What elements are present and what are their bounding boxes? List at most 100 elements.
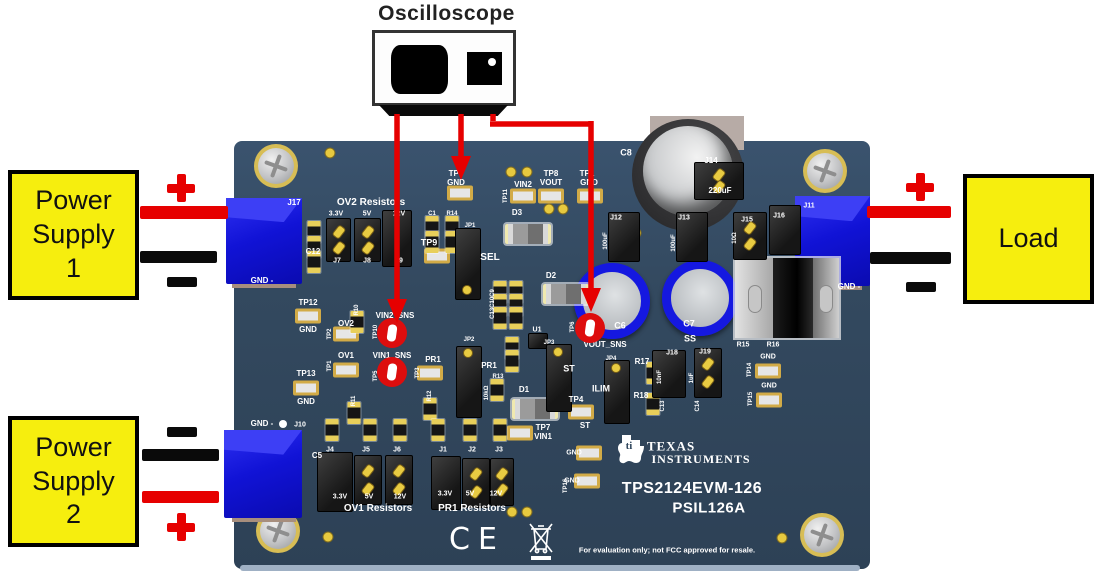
board-label: C13 [660,400,666,412]
smd-component [493,307,507,329]
jumper-header [456,346,482,418]
smd-component [490,379,504,401]
board-label: D3 [511,208,523,217]
board-label: C13C10C9 [490,289,496,319]
ps2-line: 2 [65,499,82,530]
jumper-header [652,350,686,398]
board-label: 100uF [603,232,609,250]
oscilloscope-label: Oscilloscope [378,2,515,25]
test-pad [417,365,443,381]
board-label: 220uF [708,186,732,195]
board-label: VIN1 [534,432,552,441]
board-label: TP2 [327,328,333,340]
board-label: J10 [294,421,306,429]
board-label: J1 [439,446,447,454]
board-label: TP5 [448,169,464,178]
ti-brand-line2: INSTRUMENTS [651,452,751,466]
terminal-j17 [226,198,302,284]
test-pad [507,425,533,441]
vin2-sns-testpoint-highlight [377,318,407,348]
load-positive-wire [867,206,951,218]
via-dot [505,166,517,178]
smd-component [350,311,364,333]
test-pad [568,404,594,420]
plus-symbol [906,173,934,201]
smd-component [307,251,321,273]
board-label: R17 [634,357,650,366]
board-label: C5 [311,451,323,460]
board-label: 10nF [657,369,663,385]
jumper-header [385,455,413,505]
jumper-header [608,212,640,262]
diode-component [543,284,589,304]
board-label: J6 [393,446,401,454]
vin1-sns-testpoint-highlight [377,357,407,387]
test-pad [577,188,603,204]
power-resistors-r15-r16 [735,258,839,338]
board-label: VIN2 [514,180,532,189]
board-label: TP7 [535,423,551,432]
jumper-header [354,218,381,262]
via-dot [521,166,533,178]
pin-dot [553,347,563,357]
board-label: J12 [610,214,622,222]
smd-component [463,419,477,441]
board-label: ST [563,363,575,374]
board-label: J7 [333,257,341,265]
board-label: 5V [364,493,374,501]
via-dot [322,531,334,543]
board-label: J5 [362,446,370,454]
board-label: C1 [428,211,436,217]
white-dot [279,420,287,428]
pin-dot [611,363,621,373]
diode-component [505,224,551,244]
oscilloscope-knob [467,52,502,85]
minus-symbol [167,427,197,437]
power-supply-1-box: Power Supply 1 [8,170,139,300]
jumper-header [326,218,351,262]
board-label: 10kΩ [484,385,490,401]
weee-bin-icon [529,523,553,560]
board-label: OV2 Resistors [336,197,406,208]
board-label: R13 [492,374,504,380]
board-label: R12 [427,390,433,402]
test-pad [755,363,781,379]
corner-screw-icon [254,144,298,188]
board-label: C8 [620,147,632,158]
jumper-header [354,455,382,505]
jumper-header [490,458,514,506]
via-dot [324,147,336,159]
board-label: R15 [736,341,750,349]
load-negative-wire [870,252,951,264]
board-label: GND [299,325,317,334]
board-label: TP15 [748,391,754,407]
test-pad [333,362,359,378]
jumper-header [431,456,461,510]
corner-screw-icon [803,149,847,193]
ps2-negative-wire [142,449,219,461]
jumper-header [694,348,722,398]
minus-symbol [906,282,936,292]
board-label: GND - [837,282,861,291]
board-label: U1 [532,326,542,334]
board-label: 3.3V [437,490,453,498]
ps1-positive-wire [140,206,228,219]
board-label: 5V [362,210,372,218]
board-label: C12 [305,247,321,256]
board-label: R11 [351,395,357,407]
board-label: TP1 [579,169,595,178]
board-label: J19 [699,348,711,356]
test-pad [293,380,319,396]
board-label: TP4 [568,395,584,404]
ce-mark: CE [449,522,505,557]
board-label: TP14 [747,362,753,378]
test-pad [447,185,473,201]
smd-component [423,398,437,420]
board-label: GND - [250,419,274,428]
smd-component [509,307,523,329]
board-edge [240,565,860,571]
terminal-j10 [224,430,302,518]
board-label: OV1 [337,351,355,360]
